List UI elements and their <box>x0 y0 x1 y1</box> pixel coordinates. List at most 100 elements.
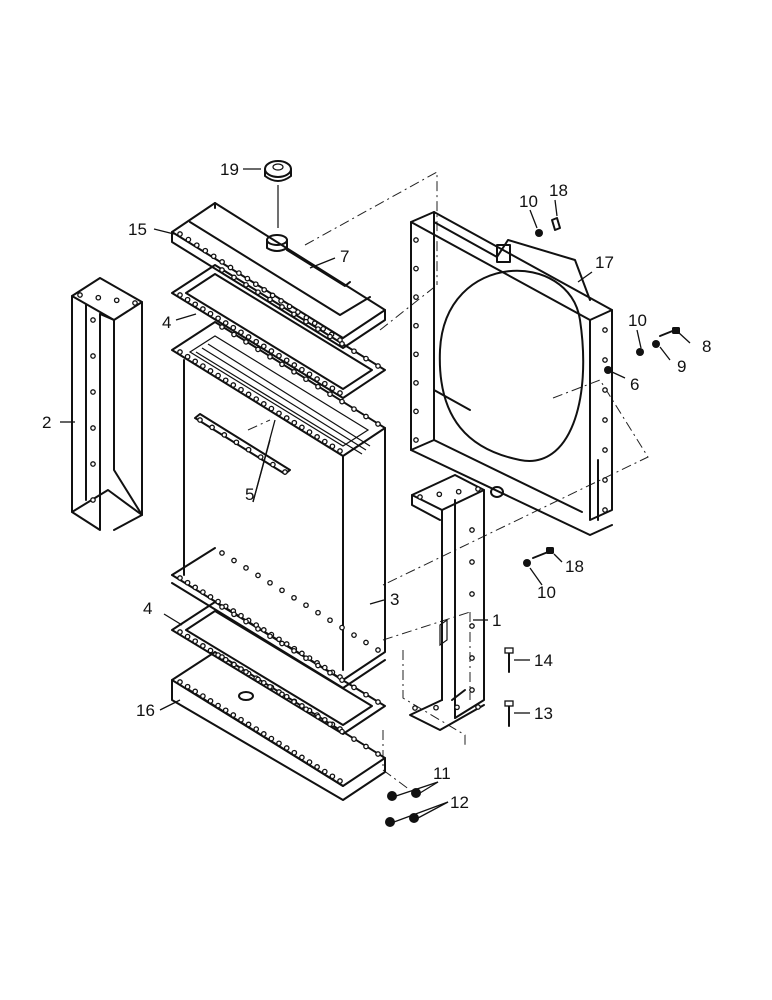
flange-hole <box>314 764 320 770</box>
flange-hole <box>351 348 357 355</box>
core-strip <box>194 413 291 475</box>
mounting-hole <box>469 655 475 661</box>
mounting-hole <box>602 387 608 393</box>
mounting-hole <box>413 380 419 386</box>
flange-hole <box>200 306 206 312</box>
flange-hole <box>215 598 221 605</box>
flange-hole <box>337 390 343 396</box>
flange-hole <box>231 611 237 618</box>
mounting-hole <box>469 687 475 693</box>
radiator-cap <box>264 160 292 228</box>
flange-hole <box>375 363 381 369</box>
flange-hole <box>276 410 282 417</box>
flange-hole <box>375 647 381 653</box>
flange-hole <box>230 324 237 331</box>
callout-18-upper: 18 <box>549 181 568 200</box>
flange-hole <box>329 443 336 450</box>
mounting-hole <box>90 353 96 359</box>
callout-14: 14 <box>534 651 553 670</box>
flange-hole <box>184 353 191 360</box>
flange-hole <box>244 275 251 282</box>
flange-hole <box>283 357 290 364</box>
flange-hole <box>255 572 261 579</box>
flange-hole <box>299 754 305 761</box>
flange-hole <box>227 264 234 271</box>
flange-hole <box>222 707 229 714</box>
alignment-lines <box>247 171 649 791</box>
flange-hole <box>257 454 264 460</box>
flange-hole <box>311 320 318 327</box>
flange-hole <box>200 693 206 699</box>
flange-hole <box>306 371 313 378</box>
flange-hole <box>113 297 120 304</box>
flange-hole <box>261 286 268 293</box>
callout-19: 19 <box>220 160 239 179</box>
flange-hole <box>267 633 273 640</box>
flange-hole <box>95 294 102 301</box>
flange-hole <box>192 688 199 695</box>
flange-hole <box>184 579 191 586</box>
flange-hole <box>327 391 333 398</box>
mounting-hole <box>602 417 608 423</box>
flange-hole <box>238 716 244 723</box>
flange-hole <box>321 380 328 387</box>
flange-hole <box>291 749 298 756</box>
flange-hole <box>475 486 481 492</box>
flange-hole <box>132 300 138 306</box>
mounting-hole <box>413 265 419 272</box>
flange-hole <box>207 594 214 600</box>
callout-10-right: 10 <box>628 311 647 330</box>
flange-hole <box>315 383 321 390</box>
flange-hole <box>270 461 276 468</box>
flange-hole <box>351 736 357 742</box>
callout-15: 15 <box>128 220 147 239</box>
flange-hole <box>303 318 309 325</box>
flange-hole <box>177 349 183 355</box>
flange-hole <box>192 638 199 645</box>
flange-hole <box>200 643 206 649</box>
flange-hole <box>255 289 261 296</box>
callout-7: 7 <box>340 247 349 266</box>
flange-hole <box>363 639 369 646</box>
mounting-hole <box>413 351 419 358</box>
flange-hole <box>455 488 462 495</box>
right-support-bracket <box>409 474 504 731</box>
callout-10-upper: 10 <box>519 192 538 211</box>
flange-hole <box>321 664 328 671</box>
flange-hole <box>315 609 321 616</box>
flange-hole <box>329 773 336 780</box>
flange-hole <box>222 377 229 384</box>
flange-hole <box>291 362 298 368</box>
flange-hole <box>363 743 369 750</box>
lower-gasket <box>171 601 386 735</box>
flange-hole <box>306 759 313 765</box>
flange-hole <box>276 740 282 747</box>
flange-hole <box>238 666 244 672</box>
flange-hole <box>268 735 275 742</box>
mounting-hole <box>469 559 475 565</box>
flange-hole <box>209 424 215 431</box>
callout-8: 8 <box>702 337 711 356</box>
flange-hole <box>192 301 199 308</box>
flange-hole <box>267 579 273 586</box>
flange-hole <box>215 315 221 322</box>
flange-hole <box>243 281 249 288</box>
top-tank <box>171 202 386 349</box>
flange-hole <box>327 617 333 624</box>
flange-hole <box>219 604 225 610</box>
callout-10-lower: 10 <box>537 583 556 602</box>
flange-hole <box>193 242 200 249</box>
flange-hole <box>253 726 260 732</box>
flange-hole <box>243 339 249 345</box>
flange-hole <box>412 705 418 711</box>
flange-hole <box>231 557 237 564</box>
flange-hole <box>219 550 225 556</box>
flange-hole <box>260 679 267 686</box>
flange-hole <box>238 612 244 619</box>
flange-hole <box>253 396 260 402</box>
flange-hole <box>243 565 249 571</box>
flange-hole <box>339 624 345 631</box>
flange-hole <box>231 331 237 338</box>
flange-hole <box>231 661 237 668</box>
flange-hole <box>329 385 336 392</box>
